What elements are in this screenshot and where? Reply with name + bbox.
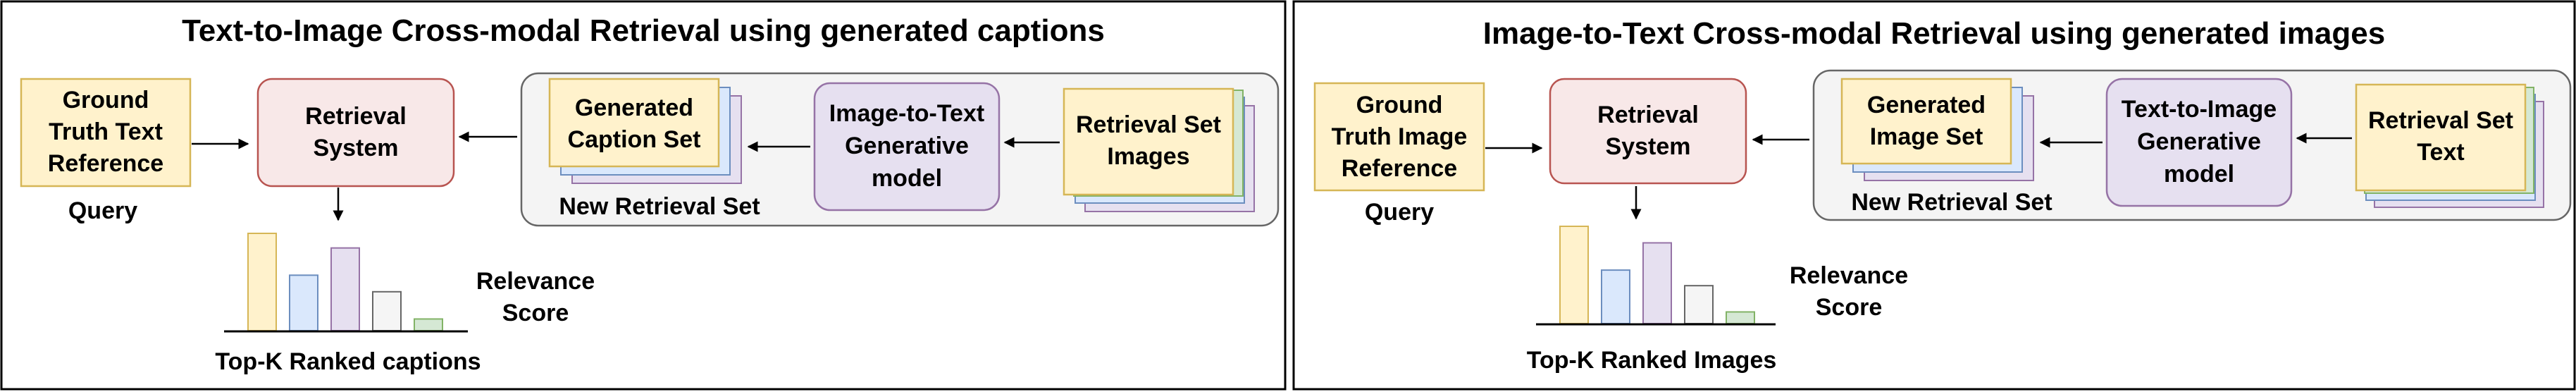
generative-model-line-1: Text-to-Image <box>2122 96 2277 123</box>
query-label: Query <box>68 197 137 224</box>
retrieval-system-line-1: Retrieval <box>305 103 407 130</box>
retrieval-set-line-1: Retrieval Set <box>1076 111 1221 138</box>
panel-title: Image-to-Text Cross-modal Retrieval usin… <box>1483 16 2385 51</box>
ranked-label: Top-K Ranked Images <box>1527 347 1777 374</box>
query-box-line-1: Ground <box>1356 92 1443 118</box>
ranked-bar-2 <box>289 274 318 331</box>
retrieval-system-line-1: Retrieval <box>1597 102 1699 128</box>
relevance-line-2: Score <box>1816 294 1883 321</box>
ranked-bar-1 <box>1559 226 1589 324</box>
query-box-line-3: Reference <box>1342 155 1457 182</box>
generated-set-line-1: Generated <box>1867 92 1986 118</box>
query-box <box>1313 82 1485 192</box>
ranked-bar-4 <box>1684 285 1714 324</box>
retrieval-set-box <box>2355 83 2527 192</box>
generated-set-line-1: Generated <box>575 94 693 121</box>
ranked-bar-5 <box>414 318 443 332</box>
generative-model-box <box>813 82 1001 212</box>
generated-set-line-2: Image Set <box>1870 123 1983 150</box>
ranked-bar-3 <box>1642 242 1672 324</box>
generative-model-box <box>2105 78 2293 207</box>
ranked-bar-4 <box>372 290 402 331</box>
ranked-bar-5 <box>1726 311 1755 325</box>
query-label: Query <box>1365 199 1434 226</box>
generated-set-line-2: Caption Set <box>568 126 701 153</box>
query-box-line-2: Truth Text <box>49 118 163 145</box>
retrieval-system-line-2: System <box>314 135 399 161</box>
new-retrieval-set-label: New Retrieval Set <box>559 193 760 220</box>
query-box-line-2: Truth Image <box>1332 123 1468 150</box>
generative-model-line-3: model <box>2164 161 2234 188</box>
query-box-line-1: Ground <box>63 87 149 114</box>
panel-image-to-text: Image-to-Text Cross-modal Retrieval usin… <box>1292 0 2576 391</box>
retrieval-set-line-2: Text <box>2417 139 2464 166</box>
retrieval-system-line-2: System <box>1606 133 1691 160</box>
retrieval-set-box <box>1063 87 1234 196</box>
retrieval-set-line-2: Images <box>1107 143 1189 170</box>
panel-title: Text-to-Image Cross-modal Retrieval usin… <box>182 13 1105 48</box>
new-retrieval-set-label: New Retrieval Set <box>1851 189 2052 216</box>
ranked-bar-1 <box>247 233 277 331</box>
generative-model-line-3: model <box>872 165 942 192</box>
query-box <box>20 78 192 188</box>
retrieval-system-box <box>1549 78 1747 185</box>
relevance-line-1: Relevance <box>1790 262 1908 289</box>
relevance-line-1: Relevance <box>476 268 595 295</box>
ranked-bars <box>247 233 443 332</box>
relevance-line-2: Score <box>502 300 569 326</box>
retrieval-system-box <box>256 78 455 188</box>
panel-frame <box>0 0 1287 391</box>
ranked-bar-3 <box>330 247 360 332</box>
query-box-line-3: Reference <box>48 150 163 177</box>
retrieval-set-line-1: Retrieval Set <box>2368 107 2513 134</box>
generated-set-box <box>1840 78 2012 165</box>
generative-model-line-2: Generative <box>845 133 969 159</box>
ranked-bar-2 <box>1601 269 1630 325</box>
panel-text-to-image: Text-to-Image Cross-modal Retrieval usin… <box>0 0 1287 391</box>
generated-set-box <box>548 78 720 168</box>
ranked-label: Top-K Ranked captions <box>215 348 481 375</box>
panel-frame <box>1292 0 2576 391</box>
generative-model-line-2: Generative <box>2137 128 2261 155</box>
generative-model-line-1: Image-to-Text <box>829 100 984 127</box>
ranked-bars <box>1559 226 1755 325</box>
